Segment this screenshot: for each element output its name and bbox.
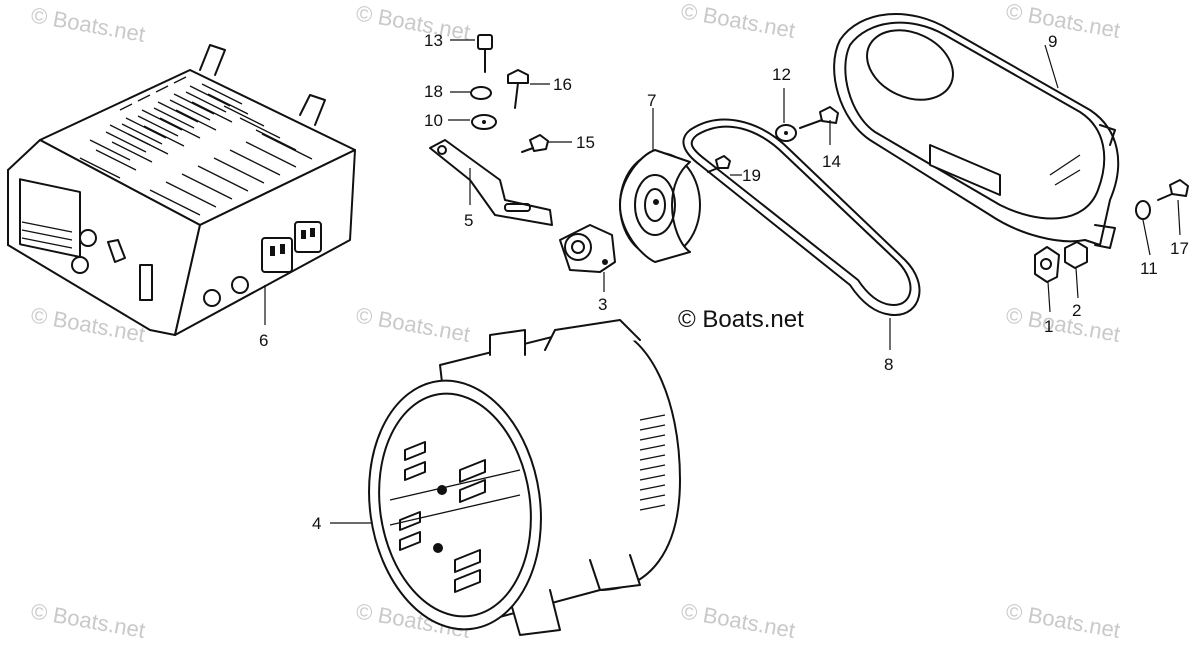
control-box [7, 44, 356, 336]
callout-6: 6 [259, 331, 268, 350]
fasteners [470, 34, 1189, 283]
callout-14: 14 [822, 152, 841, 171]
watermark-6: © Boats.net [354, 302, 472, 347]
callout-1: 1 [1044, 317, 1053, 336]
callout-numbers: 13 18 10 16 15 5 3 7 19 12 14 8 9 11 17 … [259, 31, 1189, 533]
watermark-10: © Boats.net [679, 598, 797, 643]
watermark-3: © Boats.net [679, 0, 797, 43]
belt-cover [833, 13, 1120, 249]
watermark-1: © Boats.net [29, 2, 147, 47]
callout-13: 13 [424, 31, 443, 50]
alternator [368, 319, 681, 636]
callout-15: 15 [576, 133, 595, 152]
pulley [619, 149, 701, 263]
watermark-4: © Boats.net [1004, 0, 1122, 43]
callout-16: 16 [553, 75, 572, 94]
callout-8: 8 [884, 355, 893, 374]
leader-lines [264, 39, 1181, 524]
callout-12: 12 [772, 65, 791, 84]
callout-2: 2 [1072, 301, 1081, 320]
watermark-8: © Boats.net [29, 598, 147, 643]
callout-7: 7 [647, 91, 656, 110]
belt [682, 118, 921, 316]
callout-19: 19 [742, 166, 761, 185]
copyright-notice: © Boats.net [678, 306, 804, 333]
callout-5: 5 [464, 211, 473, 230]
rectifier-knob [559, 224, 616, 273]
callout-9: 9 [1048, 32, 1057, 51]
callout-4: 4 [312, 514, 321, 533]
callout-3: 3 [598, 295, 607, 314]
watermark-2: © Boats.net [354, 0, 472, 45]
callout-17: 17 [1170, 239, 1189, 258]
watermark-11: © Boats.net [1004, 598, 1122, 643]
watermark-7: © Boats.net [1004, 302, 1122, 347]
callout-18: 18 [424, 82, 443, 101]
callout-10: 10 [424, 111, 443, 130]
bracket [429, 139, 553, 226]
callout-11: 11 [1140, 259, 1158, 278]
